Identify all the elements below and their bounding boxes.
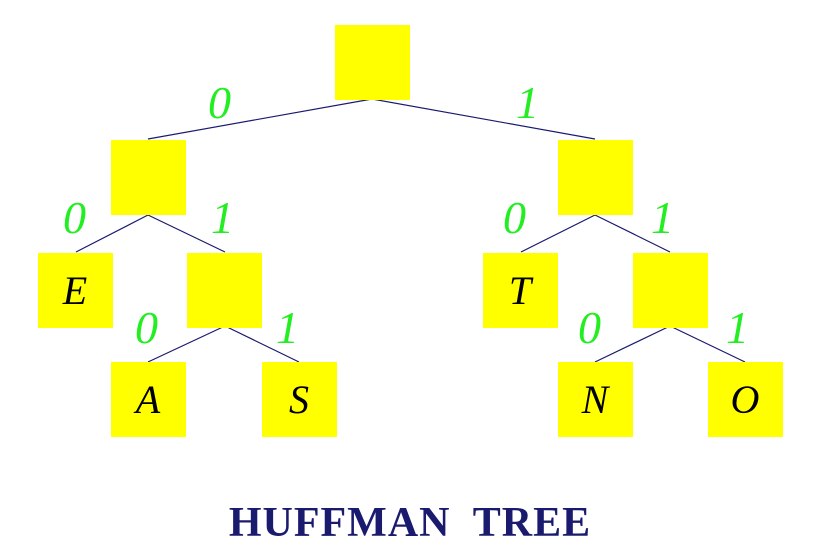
edge-leftright-S: [224, 325, 300, 363]
edges: [75, 98, 746, 363]
edge-rightright-N: [594, 325, 671, 363]
diagram-title: HUFFMAN TREE: [229, 500, 591, 546]
edge-bit-labels: 0 1 0 1 0 1 0 1 0 1: [63, 77, 749, 353]
node-leaf-E: [38, 253, 113, 328]
edge-rightright-O: [669, 325, 746, 363]
node-right-right: [633, 253, 708, 328]
node-leaf-T: [483, 253, 558, 328]
node-left-right: [187, 253, 262, 328]
leaf-letters: E A S T N O: [62, 268, 760, 422]
bit-rightright-right: 1: [726, 302, 749, 353]
node-leaf-A: [111, 362, 186, 437]
bit-rightright-left: 0: [578, 302, 601, 353]
edge-right-rightright: [594, 214, 671, 253]
node-leaf-S: [262, 362, 337, 437]
edge-root-left: [147, 98, 373, 140]
edge-right-T: [520, 214, 596, 253]
bit-root-right: 1: [516, 77, 539, 128]
leaf-label-T: T: [509, 268, 534, 313]
leaf-label-N: N: [581, 377, 611, 422]
node-leaf-O: [708, 362, 783, 437]
bit-right-right: 1: [651, 192, 674, 243]
bit-root-left: 0: [208, 77, 231, 128]
bit-left-right: 1: [211, 192, 234, 243]
nodes: [38, 25, 783, 437]
bit-right-left: 0: [503, 192, 526, 243]
leaf-label-S: S: [289, 377, 309, 422]
edge-left-leftright: [147, 214, 226, 253]
leaf-label-E: E: [62, 268, 87, 313]
bit-left-left: 0: [63, 192, 86, 243]
edge-leftright-A: [147, 325, 226, 363]
leaf-label-O: O: [731, 377, 760, 422]
leaf-label-A: A: [133, 377, 161, 422]
bit-leftright-left: 0: [135, 302, 158, 353]
edge-root-right: [371, 98, 596, 140]
node-root: [335, 25, 410, 100]
bit-leftright-right: 1: [276, 302, 299, 353]
node-left: [111, 140, 186, 215]
node-right: [558, 140, 633, 215]
edge-left-E: [75, 214, 149, 253]
node-leaf-N: [558, 362, 633, 437]
